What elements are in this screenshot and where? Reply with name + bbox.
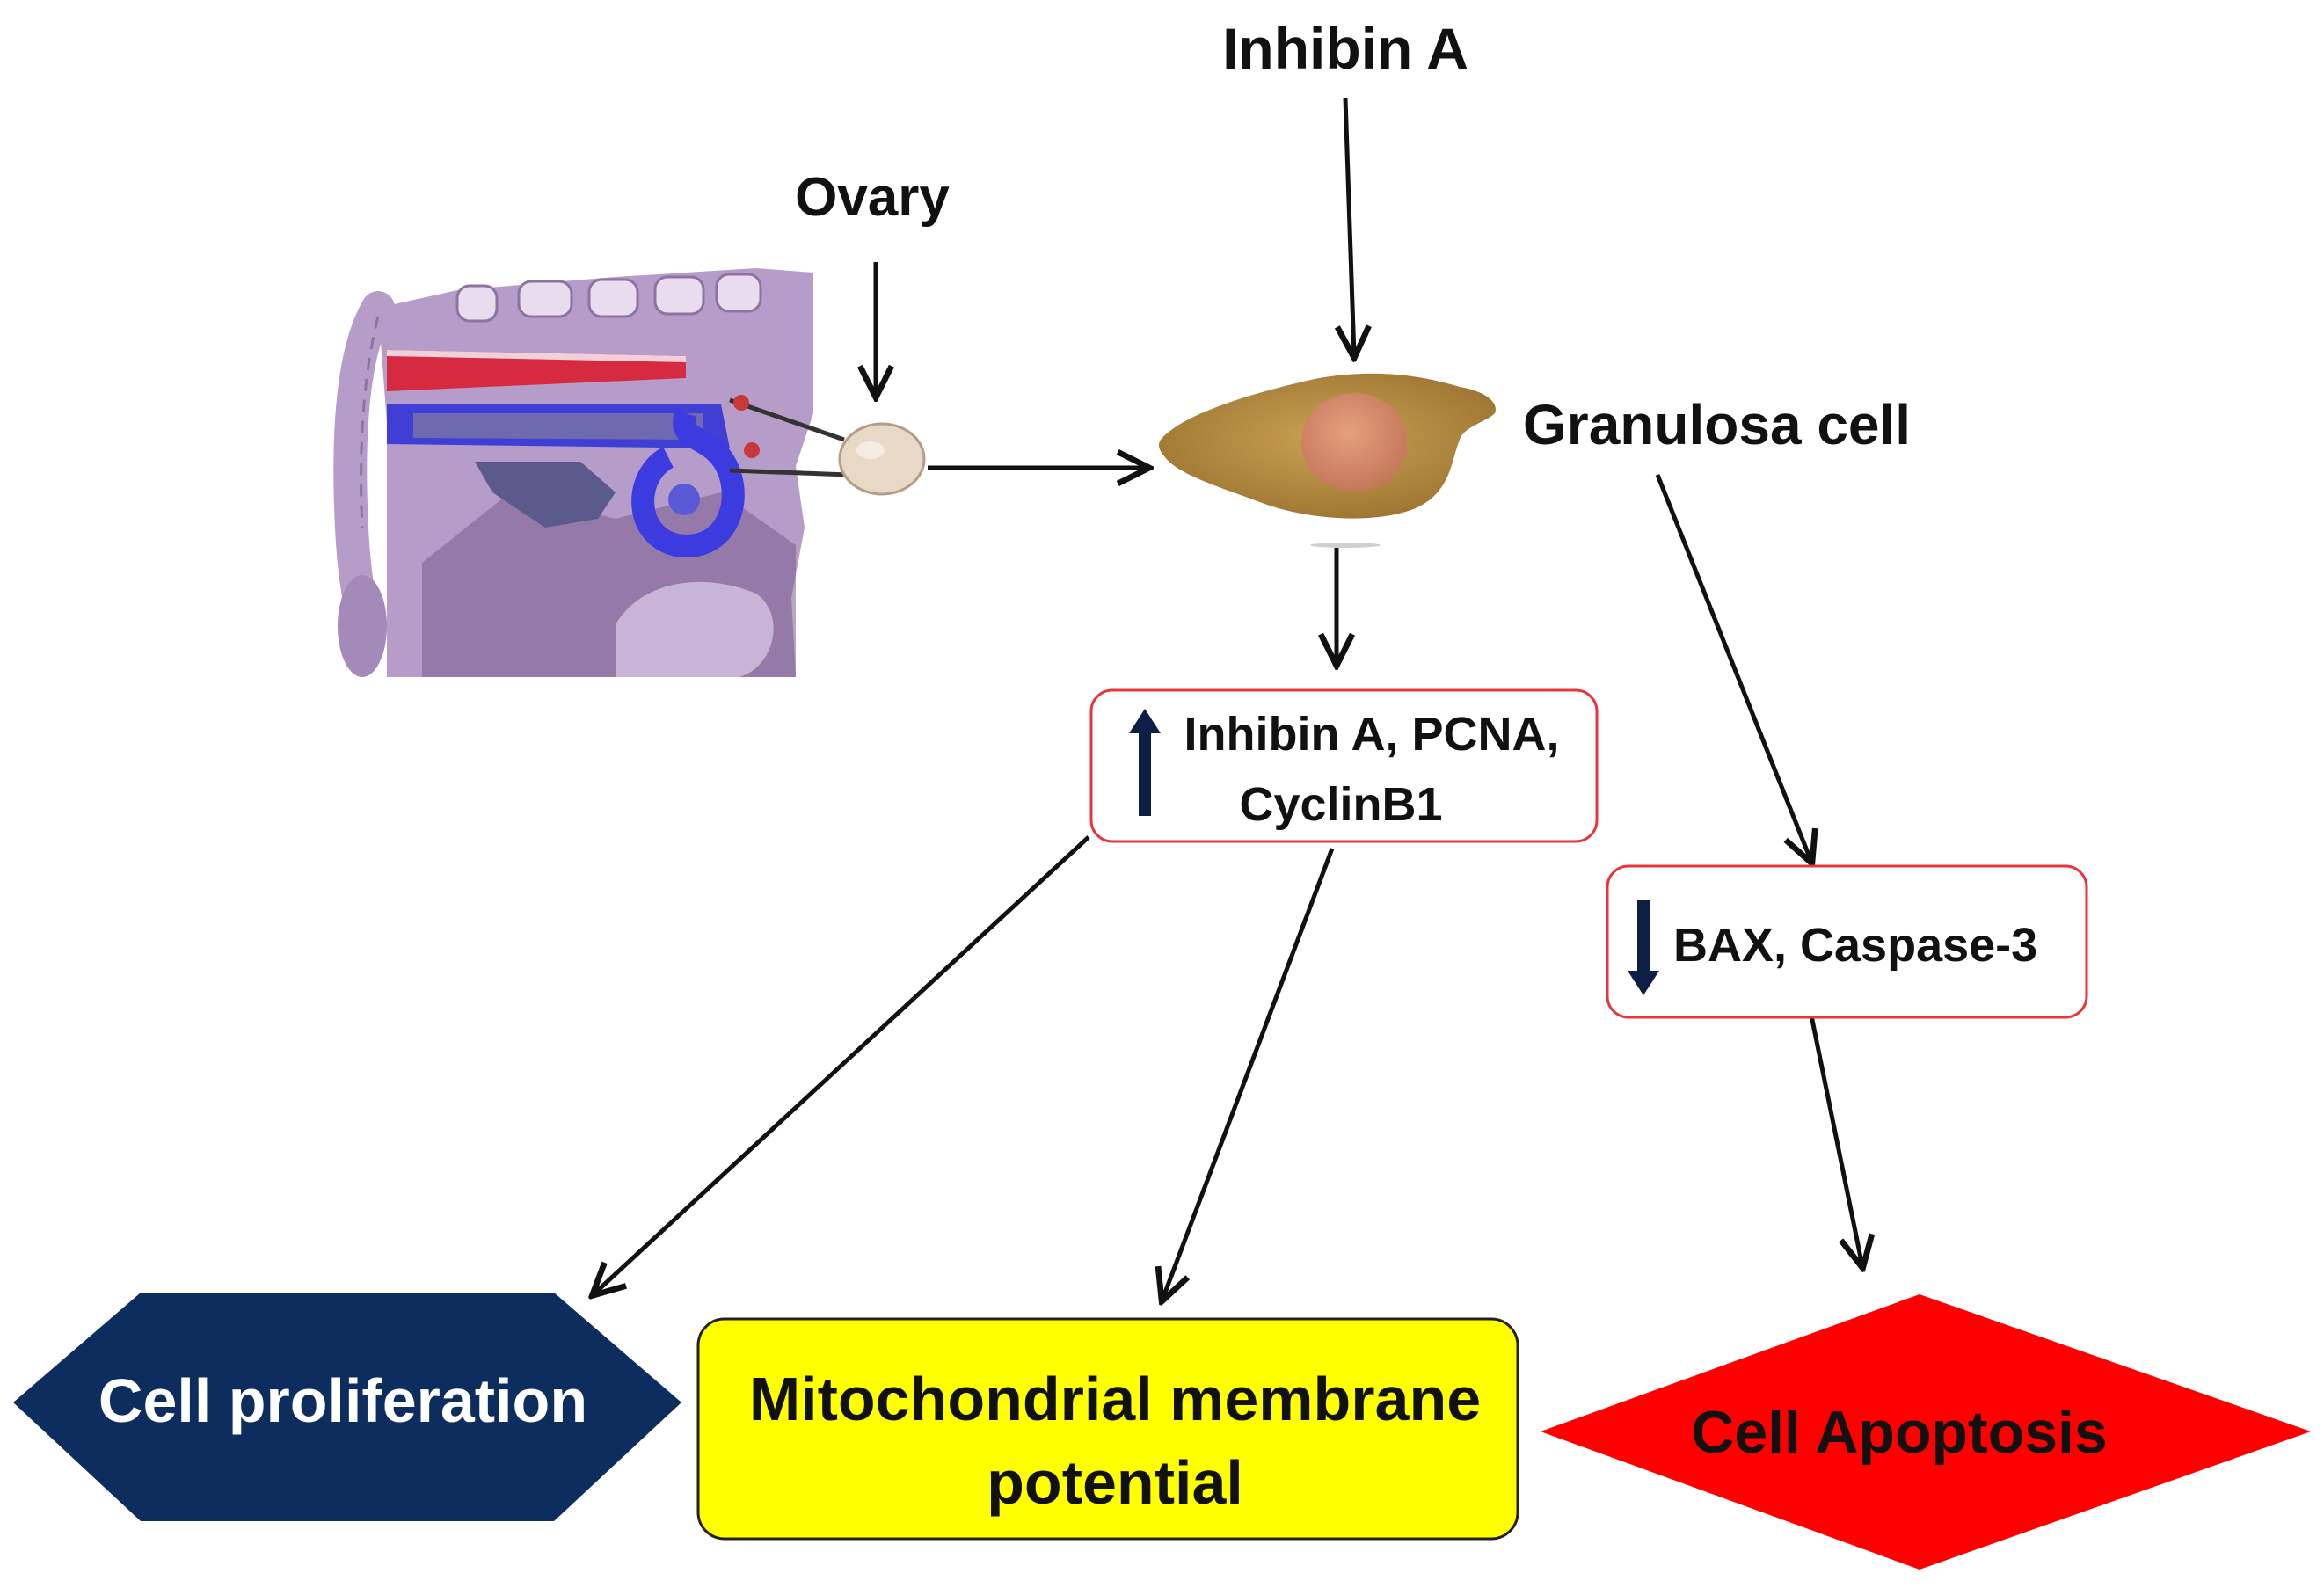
downregulated-text: BAX, Caspase-3 [1673, 919, 2037, 972]
cell-proliferation-node: Cell proliferation [13, 1293, 681, 1521]
upregulated-markers-box: Inhibin A, PCNA, CyclinB1 [1089, 688, 1599, 843]
upregulated-line2: CyclinB1 [1239, 778, 1442, 831]
upregulated-line1: Inhibin A, PCNA, [1184, 708, 1560, 761]
downregulated-markers-box: BAX, Caspase-3 [1606, 864, 2088, 1019]
arrow-upregulated-to-proliferation [594, 835, 1090, 1294]
cell-apoptosis-label: Cell Apoptosis [1691, 1399, 2108, 1466]
inhibin-a-label: Inhibin A [1222, 16, 1468, 81]
mitochondrial-line1: Mitochondrial membrane [749, 1365, 1481, 1433]
arrow-inhibin-to-cell [1345, 98, 1354, 356]
mitochondrial-potential-node: Mitochondrial membrane potential [696, 1317, 1519, 1541]
mitochondrial-line2: potential [987, 1448, 1243, 1517]
down-arrow-icon [1628, 900, 1659, 995]
arrow-downregulated-to-apoptosis [1809, 1015, 1862, 1266]
cell-apoptosis-node: Cell Apoptosis [1541, 1294, 2311, 1570]
arrow-cell-to-downregulated [1655, 474, 1811, 862]
granulosa-cell-label: Granulosa cell [1523, 393, 1911, 456]
cell-proliferation-label: Cell proliferation [98, 1366, 587, 1435]
arrow-upregulated-to-mitochondrial [1162, 848, 1335, 1300]
granulosa-cell-illustration [1158, 373, 1496, 548]
arrows [594, 98, 1862, 1300]
up-arrow-icon [1129, 709, 1161, 816]
reproductive-tract-illustration [333, 268, 926, 677]
ovary-label: Ovary [795, 167, 950, 228]
